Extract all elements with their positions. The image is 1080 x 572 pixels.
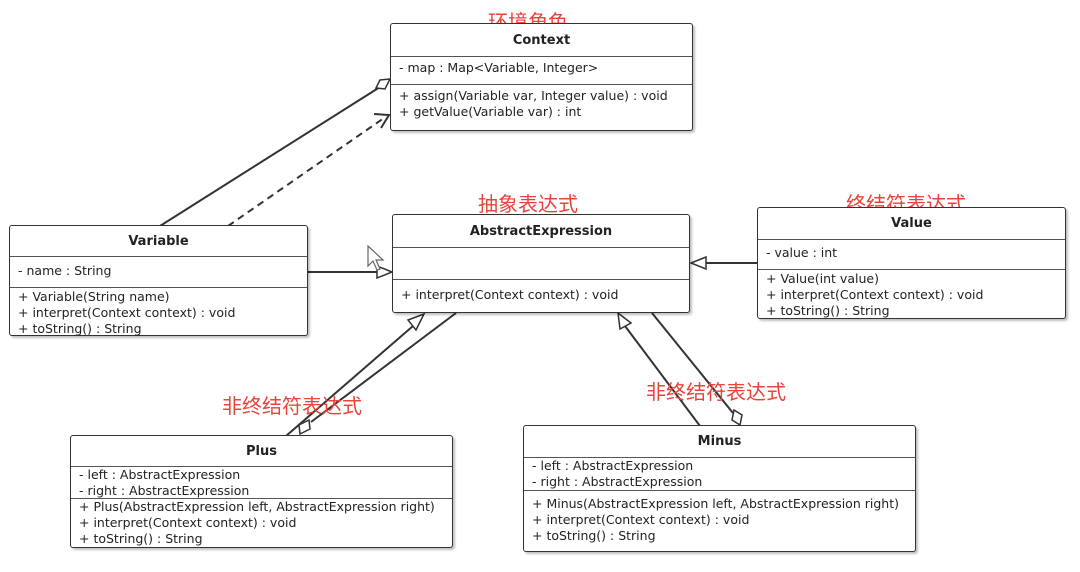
minus-class[interactable]: Minus - left : AbstractExpression - righ…	[523, 425, 916, 552]
attributes-section: - name : String	[10, 257, 307, 288]
aggregation-diamond	[374, 78, 392, 90]
method: + interpret(Context context) : void	[532, 512, 750, 527]
method: + Value(int value)	[766, 271, 879, 286]
class-name: Minus	[524, 426, 915, 458]
methods-section: + Value(int value) + interpret(Context c…	[758, 270, 1065, 322]
variable-context-dependency	[227, 117, 385, 227]
dependency-arrowhead	[373, 113, 391, 129]
attribute: - left : AbstractExpression	[79, 467, 241, 482]
plus-class[interactable]: Plus - left : AbstractExpression - right…	[70, 435, 453, 548]
mouse-cursor-icon	[367, 245, 385, 271]
method: + Minus(AbstractExpression left, Abstrac…	[532, 496, 899, 511]
attribute: - map : Map<Variable, Integer>	[399, 60, 599, 75]
generalization-arrow-value	[688, 255, 707, 271]
method: + interpret(Context context) : void	[18, 305, 236, 320]
minus-generalization	[624, 325, 701, 427]
methods-section: + Plus(AbstractExpression left, Abstract…	[71, 499, 452, 550]
generalization-arrow-variable	[376, 264, 395, 280]
generalization-arrow-plus	[406, 312, 426, 332]
context-class[interactable]: Context - map : Map<Variable, Integer> +…	[390, 23, 693, 131]
value-class[interactable]: Value - value : int + Value(int value) +…	[757, 207, 1066, 319]
variable-class[interactable]: Variable - name : String + Variable(Stri…	[9, 225, 308, 336]
methods-section: + Minus(AbstractExpression left, Abstrac…	[524, 491, 915, 547]
attributes-section: - left : AbstractExpression - right : Ab…	[71, 467, 452, 499]
attribute: - right : AbstractExpression	[532, 474, 703, 489]
attribute: - name : String	[18, 263, 112, 278]
nonterminal-minus-role-label: 非终结符表达式	[646, 380, 786, 404]
minus-aggregation	[651, 312, 734, 414]
methods-section: + interpret(Context context) : void	[393, 280, 689, 306]
attributes-section: - map : Map<Variable, Integer>	[391, 57, 692, 85]
attributes-section: - left : AbstractExpression - right : Ab…	[524, 458, 915, 491]
class-name: Variable	[10, 226, 307, 257]
method: + toString() : String	[79, 531, 203, 546]
aggregation-diamond-minus	[731, 408, 743, 427]
class-name: Value	[758, 208, 1065, 240]
method: + toString() : String	[532, 528, 656, 543]
attribute: - right : AbstractExpression	[79, 483, 250, 498]
methods-section: + assign(Variable var, Integer value) : …	[391, 85, 692, 123]
method: + interpret(Context context) : void	[79, 515, 297, 530]
generalization-arrow-minus	[617, 311, 633, 331]
variable-context-aggregation	[159, 86, 381, 227]
attribute: - left : AbstractExpression	[532, 458, 694, 473]
method: + getValue(Variable var) : int	[399, 104, 582, 119]
method: + interpret(Context context) : void	[766, 287, 984, 302]
attribute: - value : int	[766, 245, 838, 260]
plus-aggregation	[310, 312, 457, 423]
nonterminal-plus-role-label: 非终结符表达式	[222, 394, 362, 418]
method: + toString() : String	[766, 303, 890, 318]
abstract-expression-class[interactable]: AbstractExpression + interpret(Context c…	[392, 214, 690, 313]
method: + Variable(String name)	[18, 289, 170, 304]
class-name: Context	[391, 24, 692, 57]
aggregation-diamond-plus	[298, 418, 311, 436]
method: + toString() : String	[18, 321, 142, 336]
method: + assign(Variable var, Integer value) : …	[399, 88, 668, 103]
method: + Plus(AbstractExpression left, Abstract…	[79, 499, 435, 514]
class-name: AbstractExpression	[393, 215, 689, 248]
abstract-role-label: 抽象表达式	[478, 192, 578, 216]
attributes-section: - value : int	[758, 240, 1065, 270]
method: + interpret(Context context) : void	[401, 287, 619, 302]
class-name: Plus	[71, 436, 452, 467]
attributes-section	[393, 248, 689, 280]
methods-section: + Variable(String name) + interpret(Cont…	[10, 288, 307, 340]
plus-generalization	[285, 325, 414, 437]
